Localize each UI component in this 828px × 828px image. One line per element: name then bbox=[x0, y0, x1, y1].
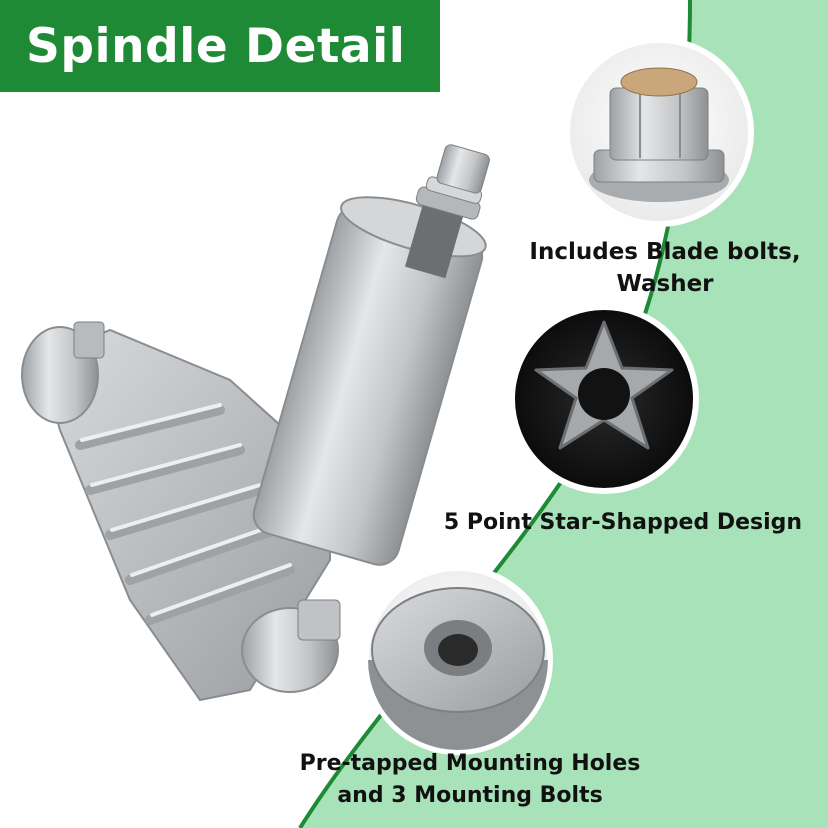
title-banner: Spindle Detail bbox=[0, 0, 440, 92]
page-title: Spindle Detail bbox=[26, 18, 406, 74]
caption-blade-bolts: Includes Blade bolts, Washer bbox=[520, 236, 810, 300]
caption-mounting-holes: Pre-tapped Mounting Holes and 3 Mounting… bbox=[290, 748, 650, 812]
caption-line: 5 Point Star-Shapped Design bbox=[443, 510, 803, 535]
caption-line: and 3 Mounting Bolts bbox=[337, 783, 603, 808]
mower-spindle-assembly-icon bbox=[21, 144, 490, 702]
caption-line: Pre-tapped Mounting Holes bbox=[299, 751, 641, 776]
star-bore-icon bbox=[534, 320, 674, 450]
caption-line: Includes Blade bolts, bbox=[529, 239, 801, 265]
caption-star-design: 5 Point Star-Shapped Design bbox=[418, 507, 828, 539]
flange-lock-nut-icon bbox=[589, 67, 729, 202]
caption-line: Washer bbox=[616, 271, 714, 297]
